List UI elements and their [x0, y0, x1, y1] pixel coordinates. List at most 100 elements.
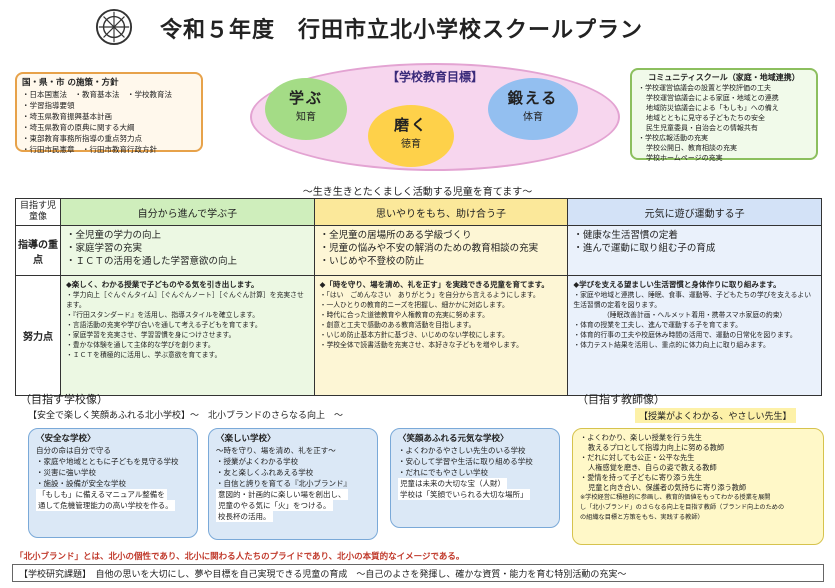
box-item: ・友と楽しくふれあえる学校	[216, 468, 314, 477]
policy-box: 国・県・市 の施策・方針 ・日本国憲法 ・教育基本法 ・学校教育法 ・学習指導要…	[15, 72, 203, 154]
community-box: コミュニティスクール（家庭・地域連携） ・学校運営協議会の設置と学校評価の工夫 …	[630, 68, 818, 162]
community-item: ・学校広報活動の充実	[638, 134, 708, 142]
priority-item: ・進んで運動に取り組む子の育成	[573, 243, 716, 254]
box-title: 〈笑顔あふれる元気な学校〉	[398, 434, 509, 444]
box-item: ・施設・設備が安全な学校	[36, 479, 126, 488]
box-item: 自分の命は自分で守る	[36, 446, 111, 455]
effort-cell: ◆学びを支える望ましい生活習慣と身体作りに取り組みます。 ・家庭や地域と連携し、…	[567, 275, 822, 396]
fun-school-box: 〈楽しい学校〉 〜時を守り、場を清め、礼を正す〜 ・授業がよくわかる学校 ・友と…	[208, 428, 378, 540]
teacher-item: ・だれに対しても公正・公平な先生	[580, 453, 695, 462]
school-emblem-icon	[95, 8, 133, 46]
goal-polish-sub: 徳育	[401, 139, 421, 150]
research-theme: 【学校研究課題】 自他の思いを大切にし、夢や目標を自己実現できる児童の育成 〜自…	[12, 564, 824, 582]
policy-item: ・日本国憲法 ・教育基本法 ・学校教育法	[22, 90, 172, 99]
page-title: 令和５年度 行田市立北小学校スクールプラン	[160, 18, 644, 43]
teacher-item: ※学校経営に積極的に参画し、教育的価値をもってわかる授業を展開	[580, 494, 771, 501]
safe-school-box: 〈安全な学校〉 自分の命は自分で守る ・家庭や地域とともに子どもを見守る学校 ・…	[28, 428, 198, 538]
box-item: 校長杯の活用。	[216, 511, 273, 522]
community-item: 民生児童委員・自治会との情報共有	[646, 124, 758, 132]
goal-train-label: 鍛える	[507, 89, 559, 107]
box-item: 「もしも」に備えるマニュアル整備を	[36, 489, 167, 500]
effort-item: ・創意と工夫で感動のある教育活動を目指します。	[319, 321, 476, 329]
effort-item: ・体育的行事の工夫や校庭休み時間の活用で、運動の日常化を図ります。	[573, 331, 797, 339]
box-item: ・だれにでもやさしい学校	[398, 468, 488, 477]
goals-title: 【学校教育目標】	[386, 70, 483, 84]
school-ideal-label: （目指す学校像）	[20, 393, 108, 406]
policy-item: ・埼玉県教育の原典に関する大綱	[22, 123, 135, 132]
school-ideal-headline: 【安全で楽しく笑顔あふれる北小学校】〜 北小ブランドのさらなる向上 〜	[28, 411, 344, 421]
teacher-item: 人権感覚を磨き、自らの姿で教える教師	[588, 463, 717, 472]
effort-lead: ◆学びを支える望ましい生活習慣と身体作りに取り組みます。	[573, 280, 781, 289]
column-header: 自分から進んで学ぶ子	[60, 198, 315, 226]
effort-item: ・体力テスト結果を活用し、重点的に体力向上に取り組みます。	[573, 341, 770, 349]
community-item: 地域とともに見守る子どもたちの安全	[646, 114, 765, 122]
teacher-item: 教えるプロとして指導力向上に努める教師	[588, 443, 725, 452]
goal-train-sub: 体育	[523, 112, 543, 123]
policy-item: ・埼玉県教育振興基本計画	[22, 112, 112, 121]
effort-item: ・一人ひとりの教育的ニーズを把握し、細かかに対応します。	[319, 301, 509, 309]
goal-train: 鍛える 体育	[488, 78, 578, 140]
goal-learn-label: 学ぶ	[288, 89, 323, 107]
brand-note: 「北小ブランド」とは、北小の個性であり、北小に関わる人たちのプライドであり、北小…	[15, 552, 465, 562]
priority-item: ・全児童の居場所のある学級づくり	[319, 230, 472, 241]
box-item: 意図的・計画的に楽しい場を創出し、	[216, 489, 348, 500]
priority-item: ・児童の悩みや不安の解消のための教育相談の充実	[319, 243, 539, 254]
box-item: ・災害に強い学校	[36, 468, 96, 477]
row-label-effort: 努力点	[15, 275, 61, 396]
priority-cell: ・健康な生活習慣の定着 ・進んで運動に取り組む子の育成	[567, 225, 822, 276]
community-item: 学校運営協議会による家庭・地域との連携	[646, 94, 779, 102]
priority-item: ・いじめや不登校の防止	[319, 256, 425, 267]
box-item: 〜時を守り、場を清め、礼を正す〜	[216, 446, 336, 455]
box-item: 児童は未来の大切な宝（人財）	[398, 478, 507, 489]
smile-school-box: 〈笑顔あふれる元気な学校〉 ・よくわかるやさしい先生のいる学校 ・安心して学習や…	[390, 428, 560, 528]
goal-polish: 磨く 徳育	[368, 105, 454, 167]
box-item: ・授業がよくわかる学校	[216, 457, 299, 466]
box-item: 児童のやる気に「火」をつける。	[216, 500, 333, 511]
teacher-ideal-box: ・よくわかり、楽しい授業を行う先生 教えるプロとして指導力向上に努める教師 ・だ…	[572, 428, 824, 545]
effort-lead: ◆「時を守り、場を清め、礼を正す」を実践できる児童を育てます。	[319, 280, 549, 289]
box-item: ・自信と誇りを育てる『北小ブランド』	[216, 479, 351, 488]
teacher-ideal-label: （目指す教師像）	[577, 393, 665, 406]
effort-item: ・学校全体で読書活動を充実させ、本好きな子どもを増やします。	[319, 341, 523, 349]
teacher-item: ・愛情を持って子どもに寄り添う先生	[580, 473, 702, 482]
effort-item: ・家庭や地域と連携し、睡眠、食事、運動等、子どもたちの学びを支えるよい生活習慣の…	[573, 291, 811, 309]
box-item: ・安心して学習や生活に取り組める学校	[398, 457, 533, 466]
motto: 〜生き生きとたくましく活動する児童を育てます〜	[302, 187, 533, 198]
policy-item: ・東部教育事務所指導の重点努力点	[22, 134, 142, 143]
goal-learn-sub: 知育	[296, 112, 316, 123]
effort-item: ・時代に合った道徳教育や人権教育の充実に努めます。	[319, 311, 489, 319]
column-header: 思いやりをもち、助け合う子	[313, 198, 569, 226]
teacher-item: 児童と向き合い、保護者の気持ちに寄り添う教師	[588, 483, 747, 492]
policy-item: ・学習指導要領	[22, 101, 75, 110]
box-item: ・よくわかるやさしい先生のいる学校	[398, 446, 526, 455]
community-item: 地域防災協議会による「もしも」への備え	[646, 104, 779, 112]
community-item: 学校公開日、教育相談の充実	[646, 144, 737, 152]
priority-cell: ・全児童の居場所のある学級づくり ・児童の悩みや不安の解消のための教育相談の充実…	[313, 225, 569, 276]
policy-heading: 国・県・市 の施策・方針	[22, 78, 119, 88]
box-item: 学校は「笑顔でいられる大切な場所」	[398, 489, 530, 500]
priority-item: ・ＩＣＴの活用を通した学習意欲の向上	[66, 256, 238, 267]
effort-lead: ◆楽しく、わかる授業で子どものやる気を引き出します。	[66, 280, 259, 289]
effort-item: ・『行田スタンダード』を活用し、指導スタイルを確立します。	[66, 311, 260, 319]
effort-item: ・学力向上［ぐんぐんタイム］［ぐんぐんノート］［ぐんぐん計算］を充実させます。	[66, 291, 304, 309]
table-corner: 目指す児童像	[15, 198, 61, 226]
community-item: 学校ホームページの充実	[646, 154, 723, 162]
goal-polish-label: 磨く	[393, 116, 428, 134]
effort-item: ・体育の授業を工夫し、進んで運動する子を育てます。	[573, 321, 742, 329]
effort-cell: ◆「時を守り、場を清め、礼を正す」を実践できる児童を育てます。 ・「はい ごめん…	[313, 275, 569, 396]
box-item: 通して危機管理能力の高い学校を作る。	[36, 500, 175, 511]
community-item: ・学校運営協議会の設置と学校評価の工夫	[638, 84, 771, 92]
effort-item: ・豊かな体験を通して主体的な学びを創ります。	[66, 341, 215, 349]
effort-item: ・ＩＣＴを積極的に活用し、学ぶ意欲を育てます。	[66, 351, 222, 359]
row-label-priority: 指導の重点	[15, 225, 61, 276]
box-title: 〈安全な学校〉	[36, 434, 96, 444]
teacher-item: し「北小ブランド」のさらなる向上を目指す教師（ブランド向上のための	[580, 504, 785, 511]
priority-item: ・全児童の学力の向上	[66, 230, 162, 241]
box-item: ・家庭や地域とともに子どもを見守る学校	[36, 457, 179, 466]
priority-cell: ・全児童の学力の向上 ・家庭学習の充実 ・ＩＣＴの活用を通した学習意欲の向上	[60, 225, 315, 276]
effort-item: ・家庭学習を充実させ、学習習慣を身につけさせます。	[66, 331, 236, 339]
community-heading: コミュニティスクール（家庭・地域連携）	[648, 73, 800, 82]
effort-item: ・いじめ防止基本方針に基づき、いじめのない学校にします。	[319, 331, 509, 339]
teacher-item: の組織な目標と方策をもち、実践する教師）	[580, 514, 704, 521]
goal-learn: 学ぶ 知育	[265, 78, 347, 140]
